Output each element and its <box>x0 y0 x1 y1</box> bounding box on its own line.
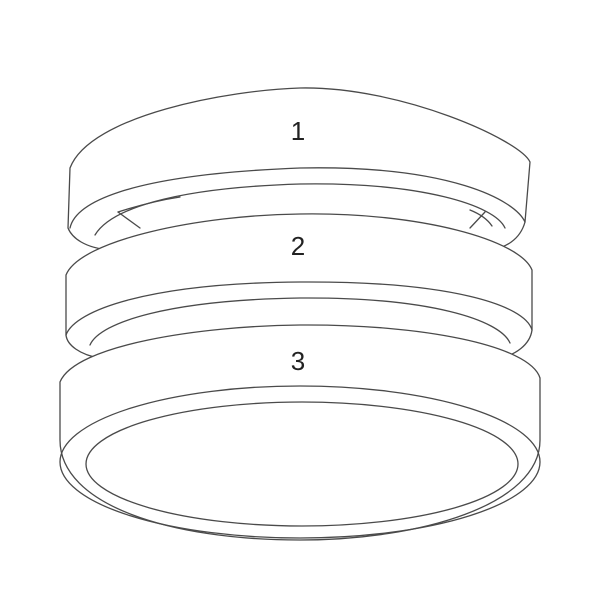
ring-1-label: 1 <box>291 116 305 146</box>
ring-3-label: 3 <box>291 346 305 376</box>
ring-1: 1 <box>67 87 531 251</box>
ring-1-rim-inner <box>94 183 506 236</box>
ring-2-rim-inner <box>89 297 511 346</box>
ring-2-rim-outer <box>65 281 533 336</box>
ring-1-inner-slant-left <box>117 211 141 229</box>
ring-1-inner-slant-right <box>469 211 486 229</box>
ring-3-front-inner <box>85 401 519 527</box>
ring-3-front-outer <box>59 385 541 539</box>
ring-2-label: 2 <box>291 231 305 261</box>
ring-1-inner-edge <box>117 196 493 227</box>
ring-1-rim-outer <box>69 167 526 229</box>
ring-3: 3 <box>59 324 541 541</box>
